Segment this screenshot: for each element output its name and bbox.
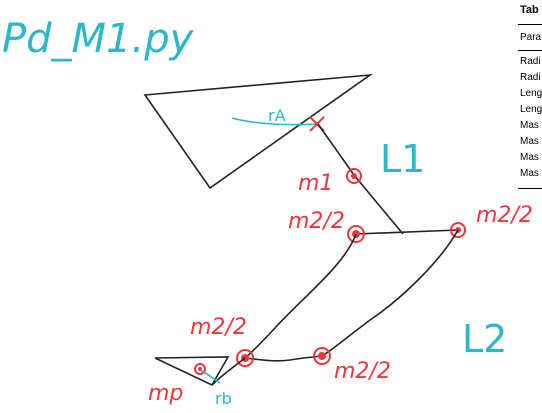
- parameter-table: Tab Para Radi Radi Leng Leng Mas Mas Mas…: [518, 0, 542, 200]
- l1-label: L1: [380, 137, 425, 181]
- ra-radius-line: [231, 117, 319, 126]
- table-top-rule: [518, 24, 542, 25]
- rb-label: rb: [215, 389, 232, 408]
- platform-link: [211, 357, 246, 386]
- upper-bar: [355, 229, 459, 235]
- table-row: Mas: [520, 152, 539, 163]
- table-row: Leng: [520, 88, 542, 99]
- moving-platform-triangle: [154, 356, 230, 387]
- m2half-upper-left-label: m2/2: [288, 209, 345, 234]
- table-bottom-rule: [518, 188, 542, 189]
- mp-label: mp: [148, 381, 183, 406]
- table-row: Leng: [520, 104, 542, 115]
- table-header-rule: [518, 50, 542, 51]
- link-l2-left-bar: [244, 233, 357, 359]
- m1-label: m1: [298, 171, 333, 196]
- ra-label: rA: [268, 106, 286, 125]
- m2half-lower-right-label: m2/2: [334, 359, 391, 384]
- table-row: Mas: [520, 168, 539, 179]
- table-row: Mas: [520, 120, 539, 131]
- fixed-platform-triangle: [143, 73, 373, 190]
- lower-bar: [244, 355, 323, 362]
- rb-radius-line: [199, 369, 221, 384]
- link-l2-right-bar: [321, 229, 459, 357]
- m2half-lower-left-label: m2/2: [190, 315, 247, 340]
- table-row: Radi: [520, 72, 541, 83]
- l2-label: L2: [462, 317, 507, 361]
- mass-m2-half-lower-right-marker: [313, 347, 331, 365]
- table-title: Tab: [520, 4, 539, 16]
- table-column-header: Para: [520, 32, 542, 43]
- table-row: Radi: [520, 56, 541, 67]
- filename-label: Pd_M1.py: [2, 16, 195, 62]
- table-row: Mas: [520, 136, 539, 147]
- mass-m1-marker: [346, 168, 362, 184]
- m2half-upper-right-label: m2/2: [476, 203, 533, 228]
